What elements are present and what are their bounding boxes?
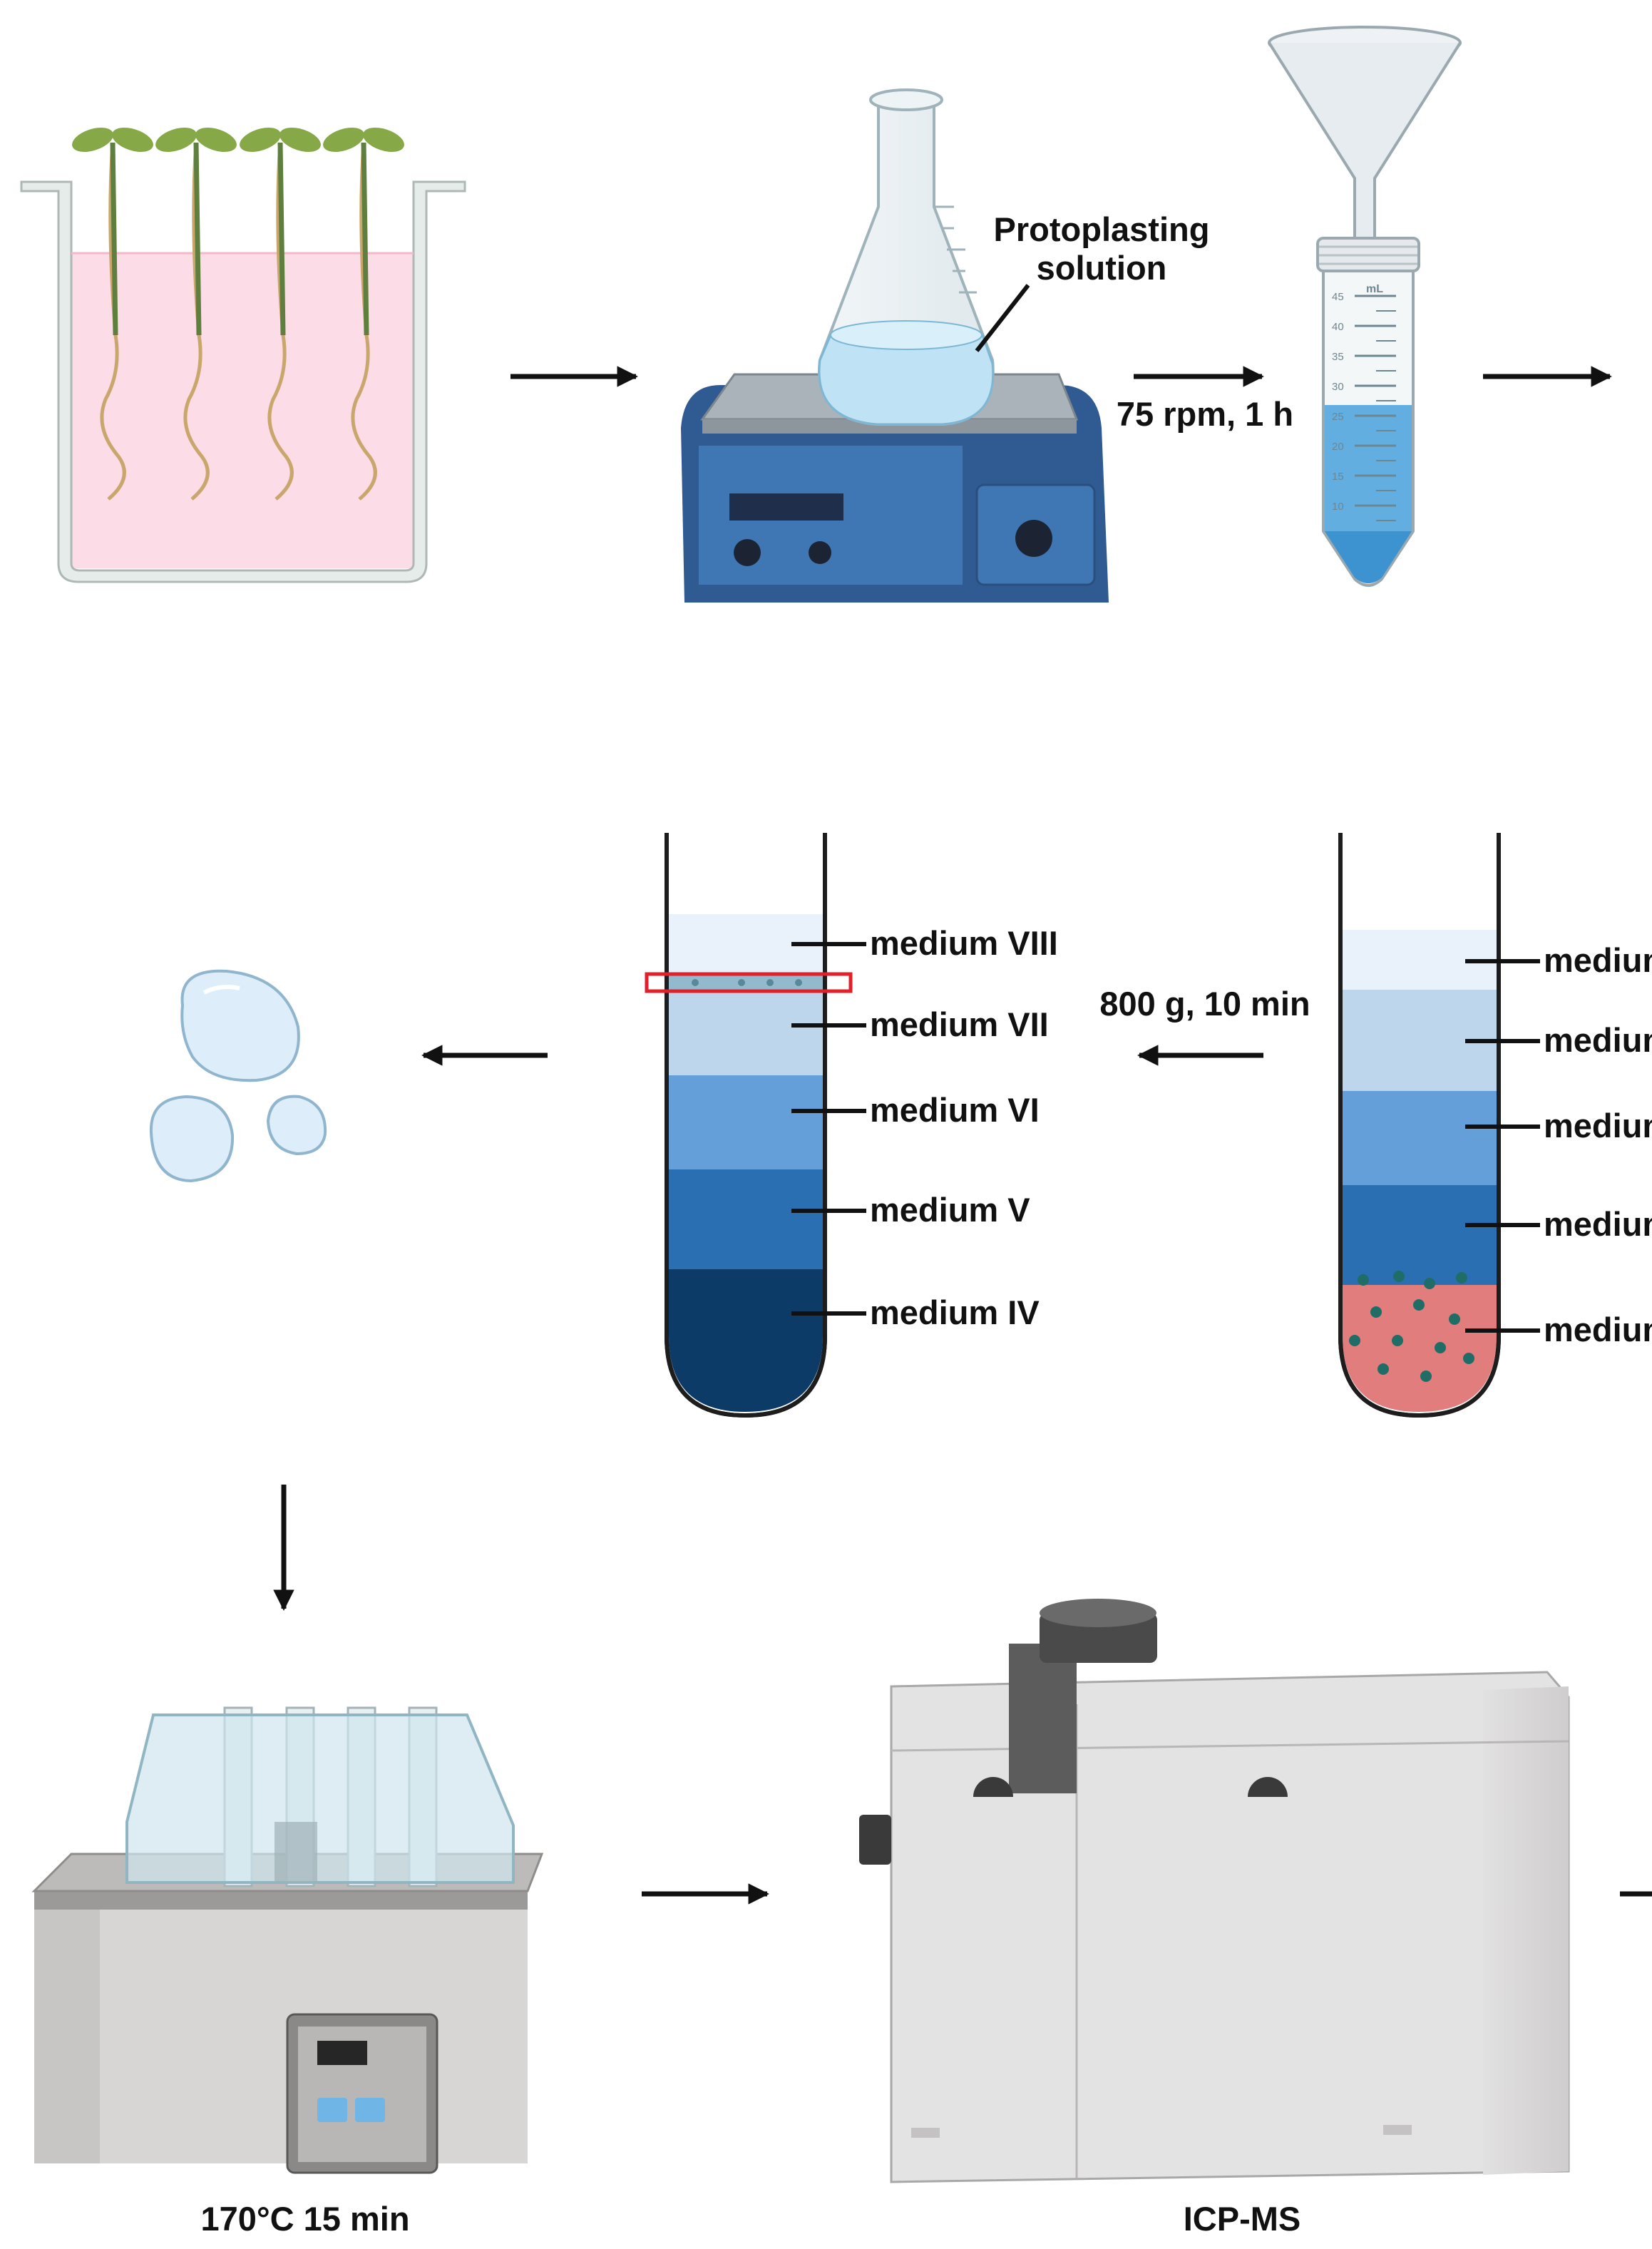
filter-funnel (1268, 26, 1462, 244)
tube-scale-label: 45 (1332, 291, 1344, 303)
shaker-label-line2: solution (1037, 249, 1167, 287)
layer-label: medium (1544, 941, 1652, 979)
tube-scale-label: 35 (1332, 351, 1344, 363)
gradient-layer (1343, 1091, 1497, 1198)
protoplast-band-highlight (645, 972, 853, 993)
shaker-condition: 75 rpm, 1 h (1117, 395, 1293, 433)
layer-label: medium V (870, 1191, 1030, 1229)
digestion-label: 170°C 15 min (200, 2200, 409, 2238)
tube-scale-label: 40 (1332, 321, 1344, 333)
seedling (155, 127, 237, 501)
instrument-label: ICP-MS (1184, 2200, 1301, 2238)
tube-scale-label: 10 (1332, 501, 1344, 513)
isolated-protoplasts (149, 969, 327, 1183)
seedling (240, 127, 321, 501)
layer-label: medium VII (870, 1005, 1049, 1043)
tube-scale-label: 15 (1332, 471, 1344, 483)
solution-leader-line (975, 284, 1030, 352)
conical-tube: 45 40 35 30 25 20 15 10 mL (1316, 237, 1420, 587)
layer-label: medium (1544, 1205, 1652, 1243)
tube-scale-label: 20 (1332, 441, 1344, 453)
layer-label: medium (1544, 1107, 1652, 1144)
layer-label: medium VIII (870, 924, 1058, 962)
tube-scale-label: 30 (1332, 381, 1344, 393)
seedling-culture-beaker (20, 127, 466, 583)
seedling (72, 127, 153, 501)
gradient-layer (669, 1269, 823, 1412)
gradient-layer (1343, 990, 1497, 1104)
icp-ms-instrument (859, 1599, 1570, 2183)
gradient-tube-after: medium VIII medium VII medium VI medium V me… (665, 833, 1058, 1418)
centrifuge-condition: 800 g, 10 min (1099, 985, 1310, 1023)
seedling (323, 127, 404, 501)
shaker-label-line1: Protoplasting (994, 210, 1210, 248)
tube-unit: mL (1366, 283, 1383, 295)
layer-label: medium (1544, 1311, 1652, 1348)
layer-label: medium IV (870, 1293, 1040, 1331)
tube-volume-scale: 45 40 35 30 25 20 15 10 (1332, 291, 1396, 521)
heating-water-bath (31, 1706, 544, 2174)
layer-label: medium (1544, 1021, 1652, 1059)
layer-label: medium VI (870, 1091, 1040, 1129)
erlenmeyer-flask (818, 88, 995, 426)
gradient-tube-before: medium medium medium medium medium (1338, 833, 1652, 1418)
seedlings (72, 127, 404, 501)
tube-scale-label: 25 (1332, 411, 1344, 423)
